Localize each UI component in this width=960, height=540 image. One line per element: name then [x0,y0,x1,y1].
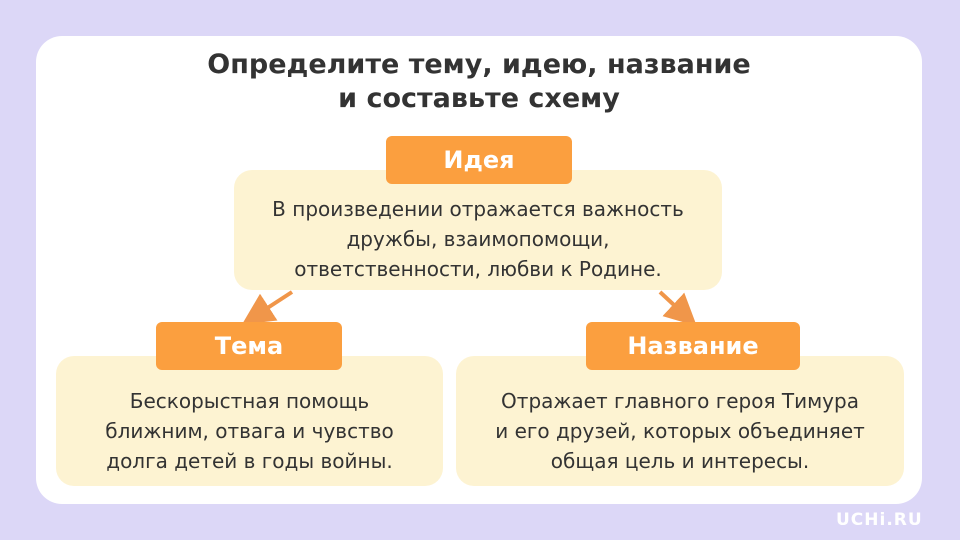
slide-title: Определите тему, идею, название и состав… [36,48,922,116]
theme-line-2: ближним, отвага и чувство [105,419,394,443]
idea-line-1: В произведении отражается важность [272,197,684,221]
idea-box: В произведении отражается важность дружб… [234,170,722,290]
theme-label: Тема [156,322,342,370]
theme-line-3: долга детей в годы войны. [106,449,393,473]
name-line-2: и его друзей, которых объединяет [495,419,865,443]
idea-line-2: дружбы, взаимопомощи, [346,227,610,251]
title-line-1: Определите тему, идею, название [207,49,751,80]
name-line-1: Отражает главного героя Тимура [501,389,859,413]
brand-logo: UCHi.RU [836,510,923,530]
title-line-2: и составьте схему [338,83,620,114]
theme-line-1: Бескорыстная помощь [129,389,370,413]
name-box: Отражает главного героя Тимура и его дру… [456,356,904,486]
idea-line-3: ответственности, любви к Родине. [294,257,662,281]
theme-box: Бескорыстная помощь ближним, отвага и чу… [56,356,443,486]
name-label: Название [586,322,800,370]
name-line-3: общая цель и интересы. [550,449,810,473]
idea-label: Идея [386,136,572,184]
